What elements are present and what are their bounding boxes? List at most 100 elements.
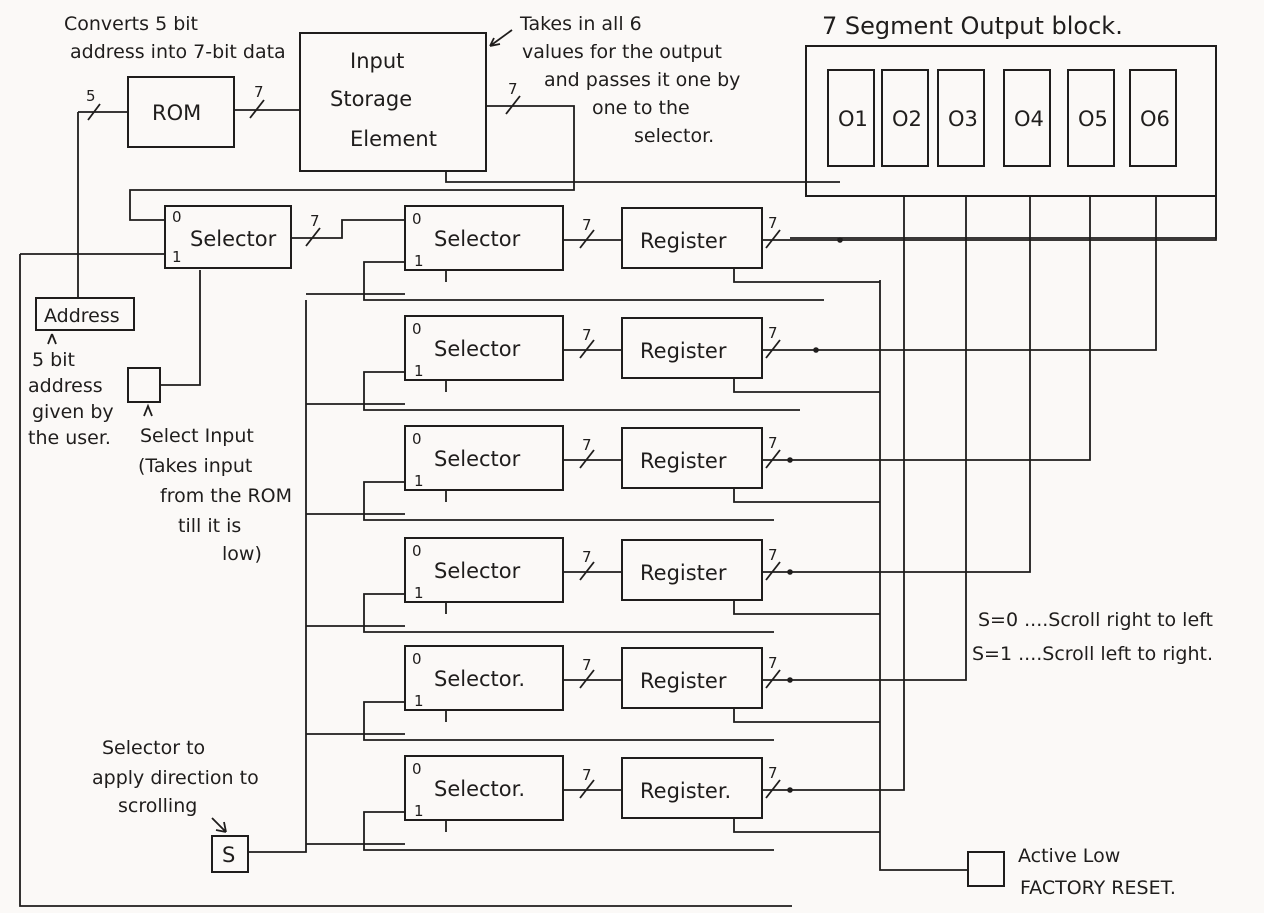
register-out-junction (787, 569, 793, 575)
select-input-note-line-1: Select Input (140, 425, 254, 447)
register-out-slash (765, 561, 781, 581)
segment-display-1 (827, 69, 875, 167)
selector-to-register-width: 7 (582, 548, 592, 566)
stage-selector-box (404, 205, 564, 271)
input-selector-out-slash (305, 227, 321, 247)
scroll-note-line-1: Selector to (102, 737, 205, 759)
address-arrow (47, 333, 57, 345)
input-selector-out-width: 7 (310, 212, 320, 230)
rom-note: Converts 5 bit address into 7-bit data (64, 13, 286, 63)
input-storage-label-2: Storage (330, 87, 412, 111)
register-reset-tap (733, 708, 880, 723)
stage-register-label: Register (640, 229, 727, 253)
register-out-slash (765, 339, 781, 359)
stage-selector-label: Selector (434, 559, 521, 583)
output-block-frame (805, 45, 1217, 197)
input-storage-element: Input Storage Element (299, 32, 487, 172)
input-selector-in0: 0 (172, 208, 182, 226)
input-selector-box (164, 205, 292, 269)
stage-selector-box (404, 755, 564, 821)
segment-label-5: O5 (1078, 107, 1108, 131)
address-note-line-4: the user. (28, 427, 111, 449)
register-reset-tap (733, 378, 880, 393)
register-out-width: 7 (768, 324, 778, 342)
stage-selector-in0: 0 (412, 430, 422, 448)
select-input-note-line-3: from the ROM (160, 485, 292, 507)
selector-to-register-width: 7 (582, 326, 592, 344)
segment-display-4 (1003, 69, 1051, 167)
segment-display-5 (1067, 69, 1115, 167)
segment-label-1: O1 (838, 107, 868, 131)
address-bus-width: 5 (86, 87, 96, 105)
scroll-note-line-3: scrolling (118, 795, 197, 817)
stage-selector-label: Selector (434, 227, 521, 251)
register-out-junction (813, 347, 819, 353)
selector-feedback-wire (363, 811, 774, 851)
select-input-box (127, 367, 161, 403)
stage-register-label: Register (640, 561, 727, 585)
stage-selector-in0: 0 (412, 542, 422, 560)
stage-selector-label: Selector (434, 337, 521, 361)
register-out-width: 7 (768, 434, 778, 452)
segment-label-6: O6 (1140, 107, 1170, 131)
stage-selector-in1: 1 (414, 692, 424, 710)
selector-to-register-width: 7 (582, 766, 592, 784)
address-note-line-1: 5 bit (32, 349, 75, 371)
register-out-slash (765, 449, 781, 469)
register-to-segment-wire (762, 196, 1217, 241)
selector-feedback-wire (363, 593, 774, 633)
register-out-slash (765, 669, 781, 689)
register-reset-tap (733, 600, 880, 615)
selector-to-register-width: 7 (582, 656, 592, 674)
scroll-legend-line-2: S=1 ....Scroll left to right. (972, 643, 1213, 665)
reset-box (967, 851, 1005, 887)
stage-selector-in0: 0 (412, 760, 422, 778)
stage-selector-in1: 1 (414, 802, 424, 820)
storage-note-line-5: selector. (634, 125, 714, 147)
selector-to-register-slash (579, 669, 595, 689)
register-out-junction (787, 787, 793, 793)
input-selector-in1: 1 (172, 248, 182, 266)
segment-label-4: O4 (1014, 107, 1044, 131)
stage-register-label: Register (640, 449, 727, 473)
selector-to-register-slash (579, 339, 595, 359)
segment-label-3: O3 (948, 107, 978, 131)
input-storage-label-1: Input (350, 49, 404, 73)
select-input-note-line-2: (Takes input (138, 455, 252, 477)
outer-loop-wire (19, 254, 792, 907)
address-bus-slash (87, 103, 101, 121)
storage-feedback-wire (445, 171, 840, 183)
output-block-title: 7 Segment Output block. (822, 12, 1123, 40)
register-reset-tap (733, 488, 880, 503)
input-storage-box (299, 32, 487, 172)
stage-selector-in1: 1 (414, 362, 424, 380)
select-input-note-line-5: low) (222, 543, 262, 565)
input-selector-out-wire (291, 219, 405, 239)
register-out-width: 7 (768, 654, 778, 672)
stage-selector-box (404, 537, 564, 603)
stage-selector-in0: 0 (412, 650, 422, 668)
rom-to-storage-slash (249, 99, 265, 119)
select-input-arrow (143, 403, 153, 417)
storage-out-width: 7 (508, 80, 518, 98)
selector-to-register-width: 7 (582, 216, 592, 234)
register-to-segment-wire (762, 196, 1091, 461)
scroll-legend: S=0 ....Scroll right to left S=1 ....Scr… (972, 609, 1213, 665)
stage-selector-label: Selector. (434, 777, 525, 801)
rom-note-line-2: address into 7-bit data (70, 41, 286, 63)
scroll-select-switch: S (211, 835, 249, 873)
rom-to-storage-width: 7 (254, 83, 264, 101)
select-input-note: Select Input (Takes input from the ROM t… (138, 425, 292, 565)
register-reset-tap (733, 818, 880, 833)
address-note: 5 bit address given by the user. (28, 349, 114, 449)
input-selector-label: Selector (190, 227, 277, 251)
register-out-width: 7 (768, 214, 778, 232)
selector-feedback-wire (363, 371, 800, 411)
address-note-line-3: given by (32, 401, 114, 423)
